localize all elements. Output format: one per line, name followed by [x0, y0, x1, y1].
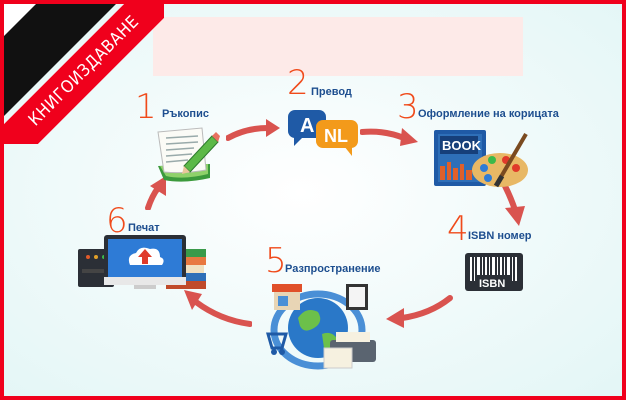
isbn-barcode-icon: ISBN	[465, 253, 523, 291]
arrow-4-to-5-icon	[386, 295, 453, 328]
banner-placeholder	[153, 17, 523, 76]
step-number: 6	[106, 201, 128, 241]
arrow-2-to-3-icon	[360, 128, 418, 146]
arrow-3-to-4-icon	[502, 184, 525, 226]
translation-icon: A NL	[288, 110, 358, 156]
step-label: Печат	[128, 222, 160, 234]
step-number: 5	[265, 241, 287, 281]
arrow-1-to-2-icon	[226, 119, 280, 141]
svg-text:A: A	[300, 115, 314, 137]
distribution-globe-icon	[266, 284, 376, 370]
step-label: ISBN номер	[468, 230, 532, 242]
step-label: Разпространение	[285, 263, 381, 275]
svg-text:BOOK: BOOK	[442, 138, 482, 153]
manuscript-icon	[157, 127, 220, 182]
step-number: 2	[287, 63, 309, 103]
corner-ribbon: КНИГОИЗДАВАНЕ	[4, 4, 164, 144]
arrow-6-to-1-icon	[145, 176, 166, 210]
svg-text:ISBN: ISBN	[479, 278, 505, 290]
step-number: 1	[135, 87, 157, 127]
step-label: Оформление на корицата	[418, 108, 559, 120]
step-number: 3	[397, 87, 419, 127]
svg-text:NL: NL	[324, 126, 348, 146]
step-label: Превод	[311, 86, 352, 98]
step-label: Ръкопис	[162, 108, 209, 120]
arrow-5-to-6-icon	[184, 290, 252, 327]
print-computer-books-icon	[78, 235, 206, 289]
book-cover-palette-icon: BOOK	[434, 130, 528, 188]
step-number: 4	[447, 209, 469, 249]
